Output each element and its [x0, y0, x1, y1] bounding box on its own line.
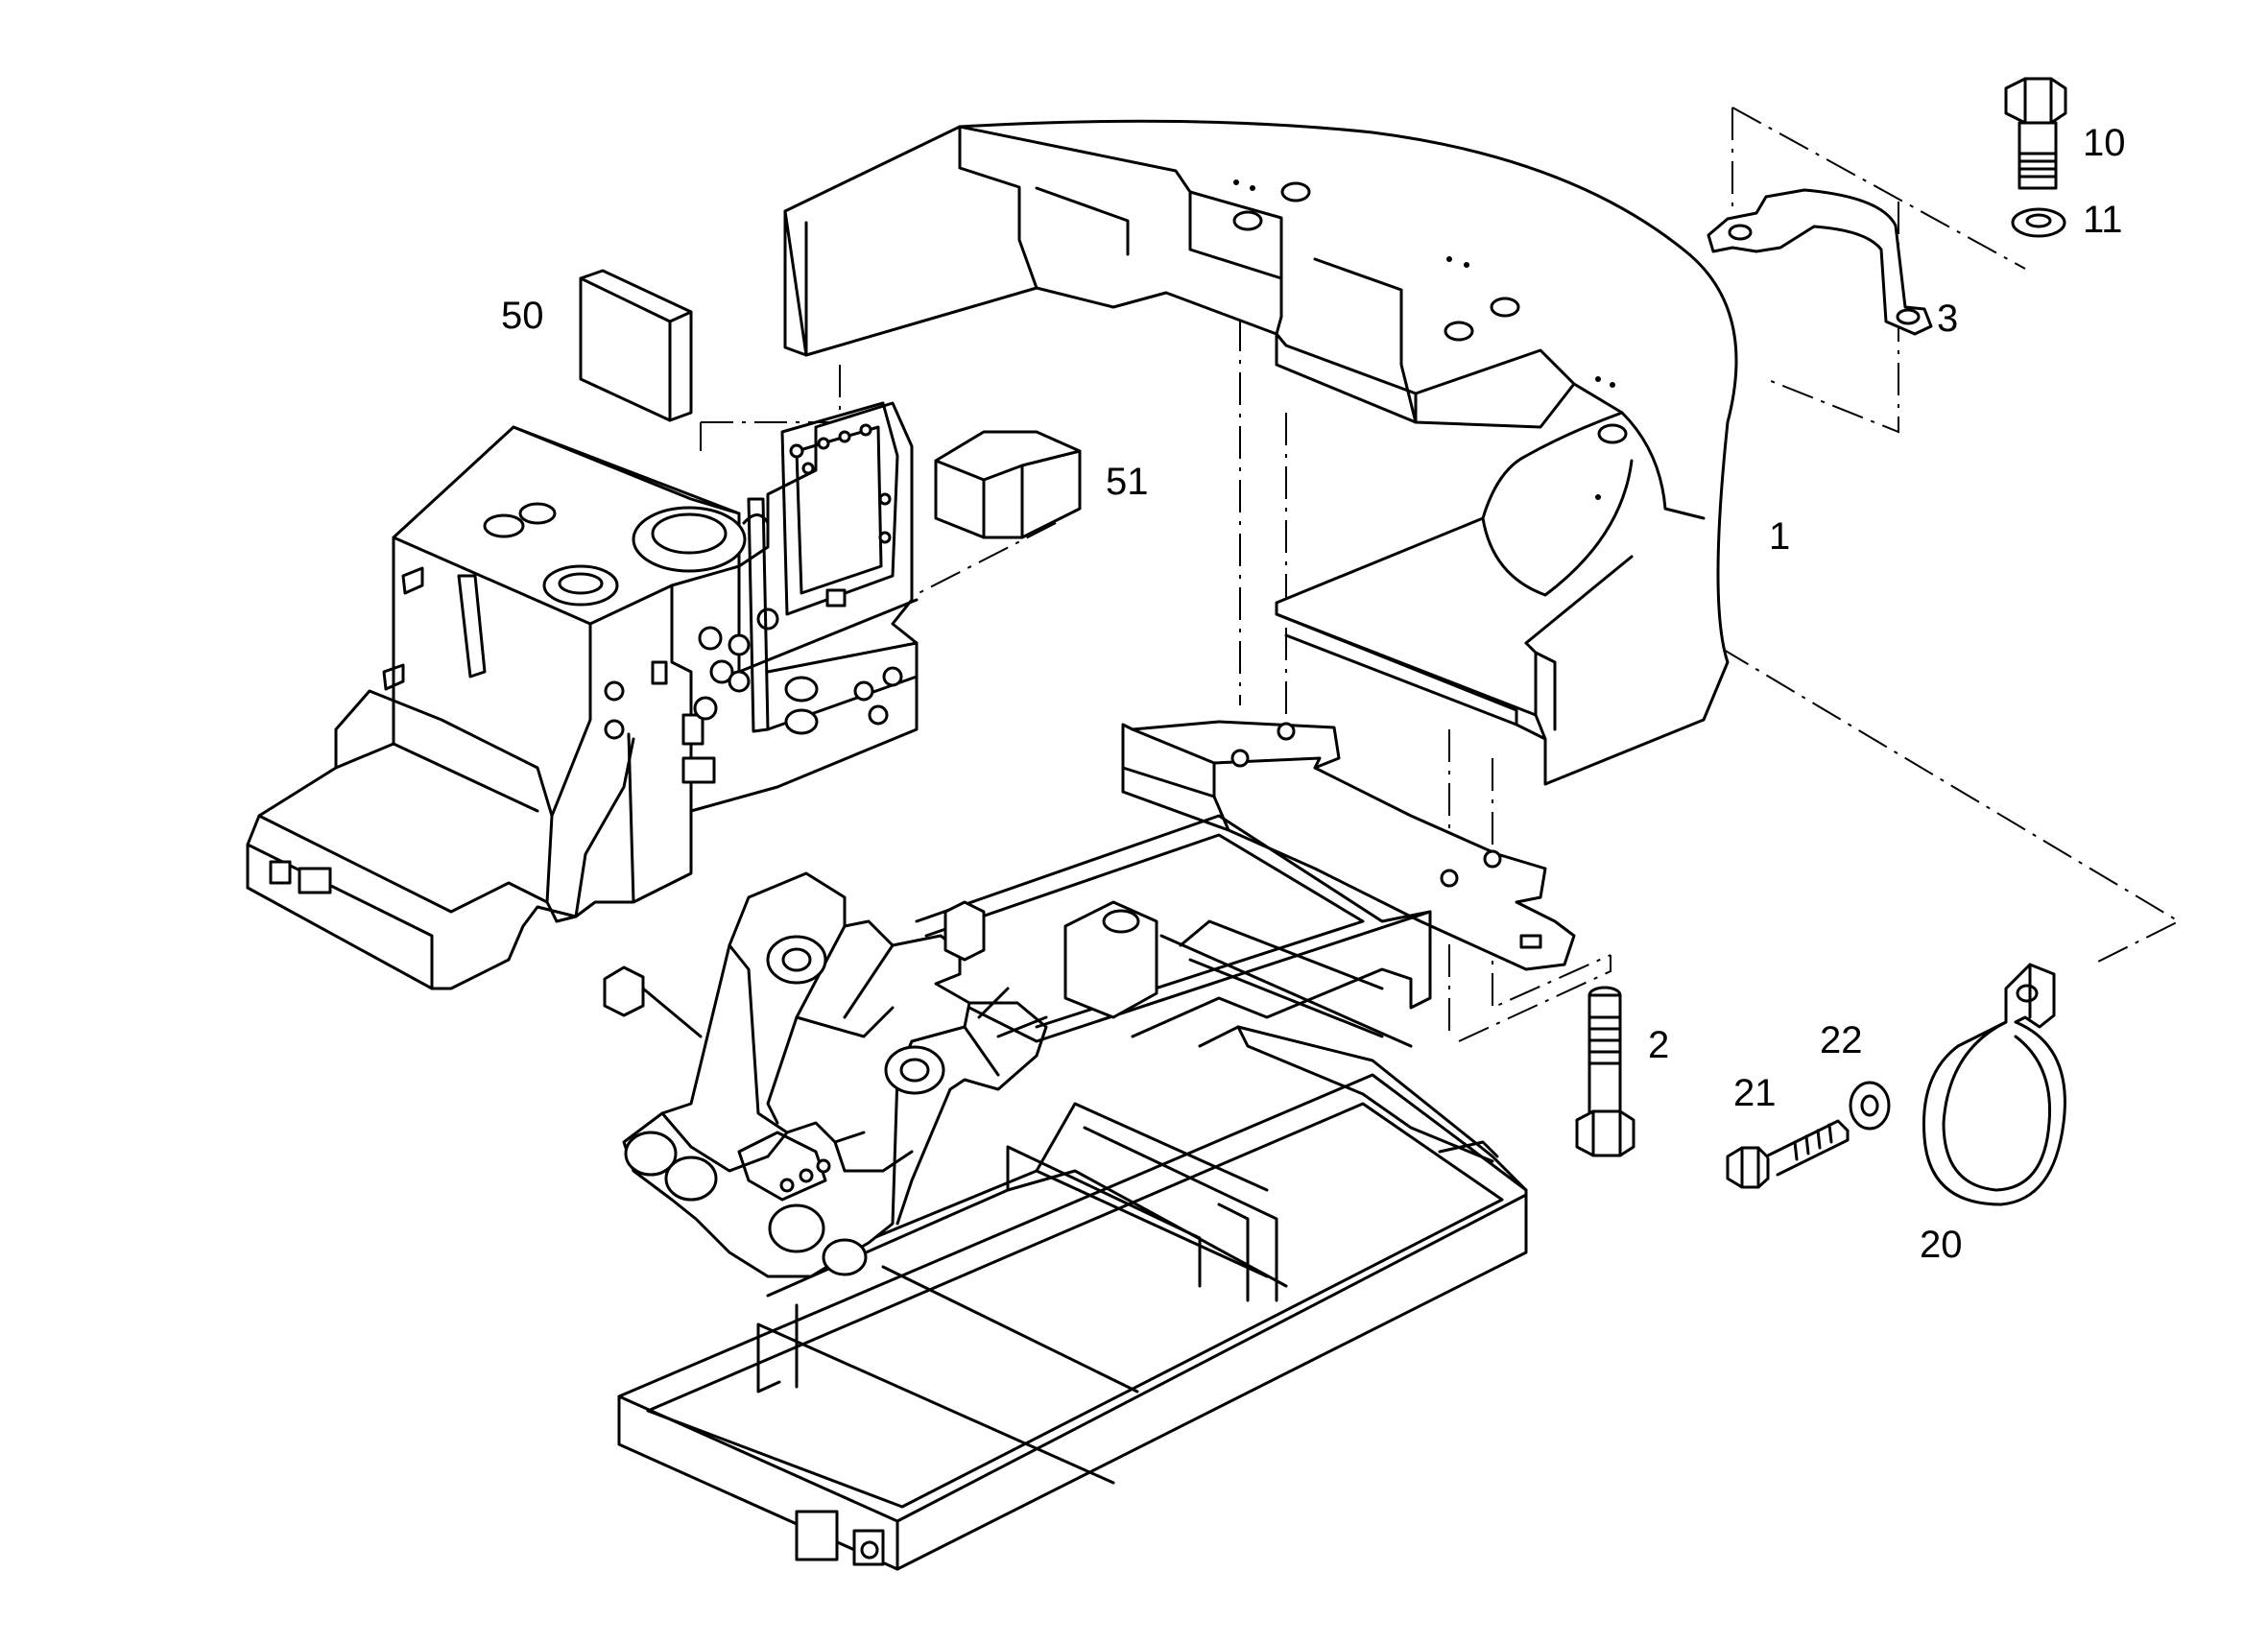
pipe-clamp-part — [1922, 963, 2066, 1206]
hydraulic-tank-part — [246, 401, 919, 990]
hex-bolt-top-part — [2004, 77, 2067, 190]
callout-20: 20 — [1920, 1224, 1963, 1266]
callout-21: 21 — [1733, 1072, 1777, 1114]
callout-22: 22 — [1820, 1019, 1863, 1061]
callout-11: 11 — [2083, 199, 2123, 241]
callout-3: 3 — [1937, 298, 1958, 340]
small-washer-part — [1849, 1081, 1891, 1131]
callout-10: 10 — [2083, 122, 2126, 164]
small-bolt-part — [1726, 1119, 1850, 1189]
handle-part — [1707, 188, 1933, 336]
long-bolt-part — [1575, 986, 1635, 1157]
callout-2: 2 — [1648, 1024, 1669, 1066]
washer-top-part — [2011, 207, 2066, 238]
callout-50: 50 — [501, 295, 544, 337]
counterweight-part — [783, 119, 1738, 786]
box-top-part — [579, 269, 693, 422]
main-frame-part — [603, 720, 1576, 1571]
box-side-part — [934, 430, 1082, 539]
callout-labels: 1 2 3 10 11 20 21 22 50 51 — [501, 122, 2126, 1266]
callout-1: 1 — [1769, 515, 1790, 558]
callout-51: 51 — [1106, 461, 1149, 503]
